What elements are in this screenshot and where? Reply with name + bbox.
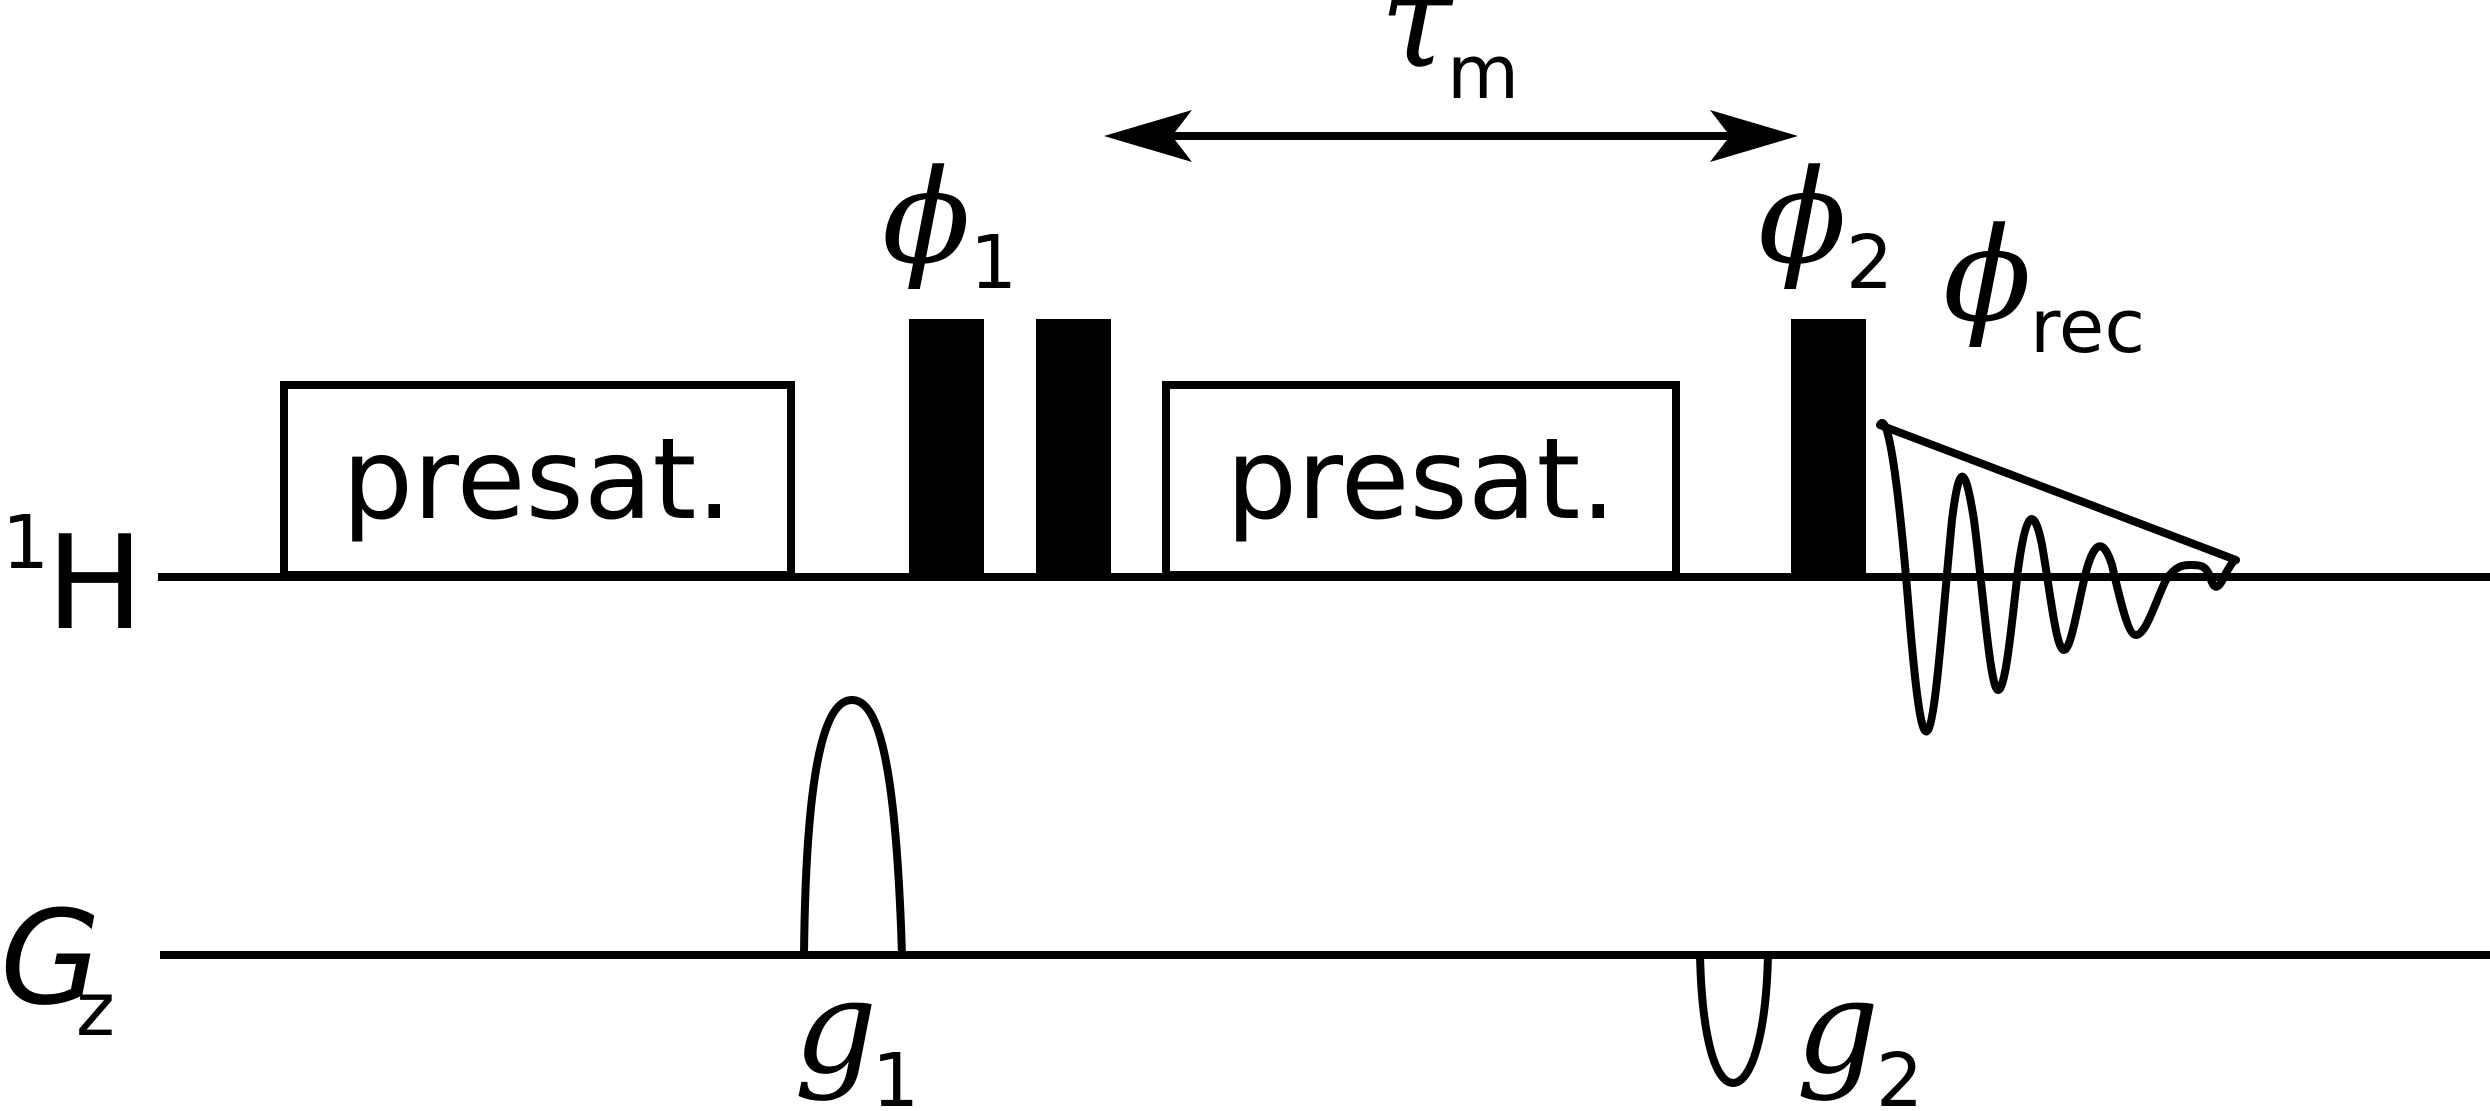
gradient-label-g2: g2 bbox=[1796, 951, 1923, 1111]
gradient-channel-sub: z bbox=[76, 967, 115, 1053]
gradient-pulse-g2 bbox=[1696, 954, 1772, 1088]
gradient-channel-main: G bbox=[0, 882, 101, 1034]
presat-box-2 bbox=[1162, 381, 1680, 579]
phase-label-phi1: ϕ1 bbox=[882, 141, 1017, 306]
phi1-symbol: ϕ bbox=[882, 141, 971, 293]
phase-label-phi2: ϕ2 bbox=[1758, 141, 1893, 306]
mixing-time-arrow-right-head bbox=[1710, 110, 1798, 162]
phirec-symbol: ϕ bbox=[1943, 199, 2032, 351]
g1-symbol: g bbox=[794, 951, 877, 1103]
g1-sub: 1 bbox=[872, 1038, 919, 1111]
phi1-sub: 1 bbox=[970, 220, 1017, 306]
presat-box-2-label: presat. bbox=[1226, 415, 1616, 545]
presat-box-1-label: presat. bbox=[342, 415, 732, 545]
phirec-sub: rec bbox=[2030, 284, 2145, 370]
proton-channel-sup: 1 bbox=[2, 500, 49, 586]
mixing-time-label: τm bbox=[1380, 0, 1519, 116]
gradient-channel-label: Gz bbox=[0, 882, 115, 1053]
phase-label-phirec: ϕrec bbox=[1943, 199, 2145, 370]
g2-symbol: g bbox=[1796, 951, 1879, 1103]
mixing-time-symbol: τ bbox=[1380, 0, 1454, 97]
g2-sub: 2 bbox=[1876, 1038, 1923, 1111]
mixing-time-arrow-left-head bbox=[1104, 110, 1192, 162]
proton-channel-label: 1H bbox=[2, 500, 144, 659]
pulse-3 bbox=[1791, 319, 1866, 577]
mixing-time-sub: m bbox=[1447, 30, 1519, 116]
gradient-label-g1: g1 bbox=[794, 951, 919, 1111]
gradient-pulse-g1 bbox=[800, 695, 906, 956]
phi2-symbol: ϕ bbox=[1758, 141, 1847, 293]
proton-channel-main: H bbox=[46, 507, 144, 659]
fid-signal bbox=[1876, 419, 2240, 736]
pulse-1 bbox=[909, 319, 984, 577]
presat-box-1 bbox=[280, 381, 795, 579]
phi2-sub: 2 bbox=[1846, 220, 1893, 306]
pulse-2 bbox=[1036, 319, 1111, 577]
